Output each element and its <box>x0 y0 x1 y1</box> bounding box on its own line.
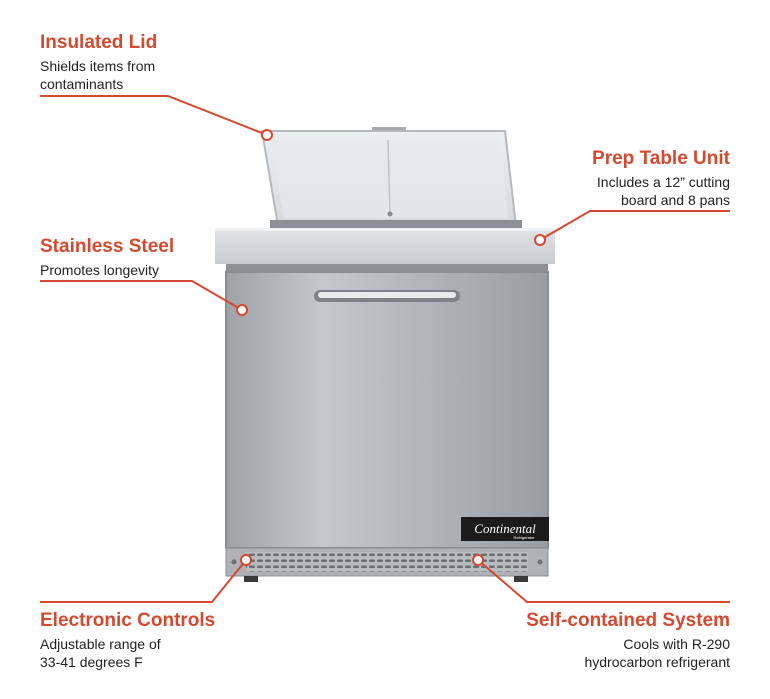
desc-line: Shields items from <box>40 58 156 74</box>
callout-title: Prep Table Unit <box>592 148 730 169</box>
desc-line: Cools with R-290 <box>623 636 730 652</box>
desc-line: Adjustable range of <box>40 636 161 652</box>
callout-description: Shields items from contaminants <box>40 57 157 93</box>
cabinet-door: Continental Refrigerator <box>225 271 549 549</box>
continental-logo <box>461 517 549 541</box>
desc-line: board and 8 pans <box>621 192 730 208</box>
desc-line: 33-41 degrees F <box>40 654 143 670</box>
callout-stainless: Stainless Steel Promotes longevity <box>40 236 174 279</box>
callout-title: Electronic Controls <box>40 610 216 631</box>
callout-description: Promotes longevity <box>40 261 174 279</box>
callout-description: Includes a 12” cutting board and 8 pans <box>592 173 730 209</box>
callout-title: Stainless Steel <box>40 236 175 257</box>
desc-line: contaminants <box>40 76 124 92</box>
callout-title: Self-contained System <box>526 610 730 631</box>
callout-electronic: Electronic Controls Adjustable range of … <box>40 610 215 671</box>
desc-line: Includes a 12” cutting <box>596 174 730 190</box>
desc-line: hydrocarbon refrigerant <box>584 654 730 670</box>
callout-description: Cools with R-290 hydrocarbon refrigerant <box>526 635 730 671</box>
logo-subtext: Refrigerator <box>513 535 535 540</box>
callout-title: Insulated Lid <box>40 32 158 53</box>
desc-line: Promotes longevity <box>40 262 160 278</box>
callout-prep-table: Prep Table Unit Includes a 12” cutting b… <box>592 148 730 209</box>
logo-text: Continental <box>474 521 536 536</box>
insulated-lid <box>260 127 518 227</box>
callout-self-contained: Self-contained System Cools with R-290 h… <box>526 610 730 671</box>
cutting-board-rail <box>215 228 555 272</box>
ventilation-grille <box>225 547 549 582</box>
callout-description: Adjustable range of 33-41 degrees F <box>40 635 215 671</box>
callout-insulated-lid: Insulated Lid Shields items from contami… <box>40 32 157 93</box>
